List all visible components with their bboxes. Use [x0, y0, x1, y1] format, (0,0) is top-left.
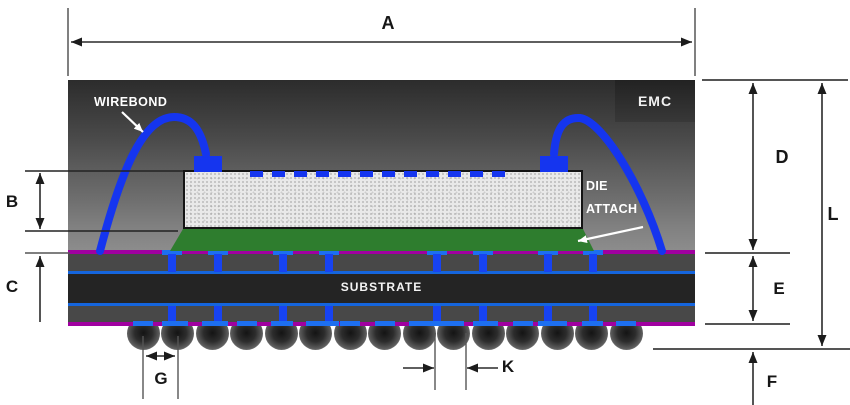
ball-pad — [133, 321, 153, 326]
via-bar — [214, 254, 222, 272]
via-bar — [279, 306, 287, 322]
ball-pad — [512, 321, 533, 326]
die-dash — [426, 171, 439, 177]
die-dash — [272, 171, 285, 177]
ball-pad — [202, 321, 222, 326]
ball-pad — [547, 321, 567, 326]
substrate: SUBSTRATE — [68, 250, 695, 326]
ball-pad — [167, 321, 188, 326]
ball-pad — [374, 321, 395, 326]
die-dash — [470, 171, 483, 177]
via-bar — [168, 306, 176, 322]
substrate-label: SUBSTRATE — [340, 280, 423, 294]
dim-label-d: D — [775, 147, 789, 167]
via-cap — [273, 250, 293, 255]
ball-pad — [236, 321, 257, 326]
via-cap — [319, 250, 339, 255]
via-bar — [589, 306, 597, 322]
emc-label-box: EMC — [615, 80, 695, 122]
emc-label: EMC — [637, 93, 673, 109]
via-cap — [538, 250, 558, 255]
via-bar — [479, 306, 487, 322]
ball-pad — [581, 321, 602, 326]
via-bar — [544, 254, 552, 272]
via-bar — [279, 254, 287, 272]
silicon-die — [183, 170, 583, 229]
via-cap — [473, 250, 493, 255]
die-dash — [294, 171, 307, 177]
via-bar — [479, 254, 487, 272]
die-dash — [382, 171, 395, 177]
ball-pad — [271, 321, 291, 326]
ball-pad — [478, 321, 498, 326]
soldermask-top — [68, 250, 695, 254]
dim-label-g: G — [154, 369, 168, 388]
dim-label-f: F — [766, 372, 778, 391]
ball-pad — [305, 321, 326, 326]
via-bar — [589, 254, 597, 272]
via-bar — [214, 306, 222, 322]
dim-label-a: A — [381, 13, 395, 33]
ball-pad — [340, 321, 360, 326]
substrate-core — [68, 274, 695, 303]
copper-trace-top — [68, 271, 695, 274]
via-bar — [433, 254, 441, 272]
die-dash — [448, 171, 461, 177]
die-attach-label: DIE ATTACH — [586, 179, 638, 216]
die-dash — [492, 171, 505, 177]
die-dash — [360, 171, 373, 177]
via-bar — [433, 306, 441, 322]
die-dash — [338, 171, 351, 177]
dim-label-k: K — [501, 357, 515, 376]
bond-pad-left — [194, 156, 222, 172]
wirebond-label: WIREBOND — [94, 95, 168, 109]
dim-label-e: E — [773, 279, 785, 298]
dim-label-b: B — [5, 192, 19, 211]
copper-trace-bottom — [68, 303, 695, 306]
via-cap — [319, 321, 339, 326]
die-dash — [316, 171, 329, 177]
via-cap — [427, 321, 447, 326]
via-bar — [325, 254, 333, 272]
via-bar — [168, 254, 176, 272]
die-dash — [250, 171, 263, 177]
dim-label-l: L — [827, 204, 839, 224]
via-bar — [325, 306, 333, 322]
ball-pad — [409, 321, 429, 326]
via-cap — [208, 250, 228, 255]
ball-pad — [443, 321, 464, 326]
via-cap — [427, 250, 447, 255]
die-dash — [404, 171, 417, 177]
die-pad-row — [183, 170, 583, 178]
bond-pad-right — [540, 156, 568, 172]
via-bar — [544, 306, 552, 322]
die-attach-layer — [170, 229, 594, 251]
dim-label-c: C — [5, 277, 19, 296]
ball-pad — [616, 321, 636, 326]
